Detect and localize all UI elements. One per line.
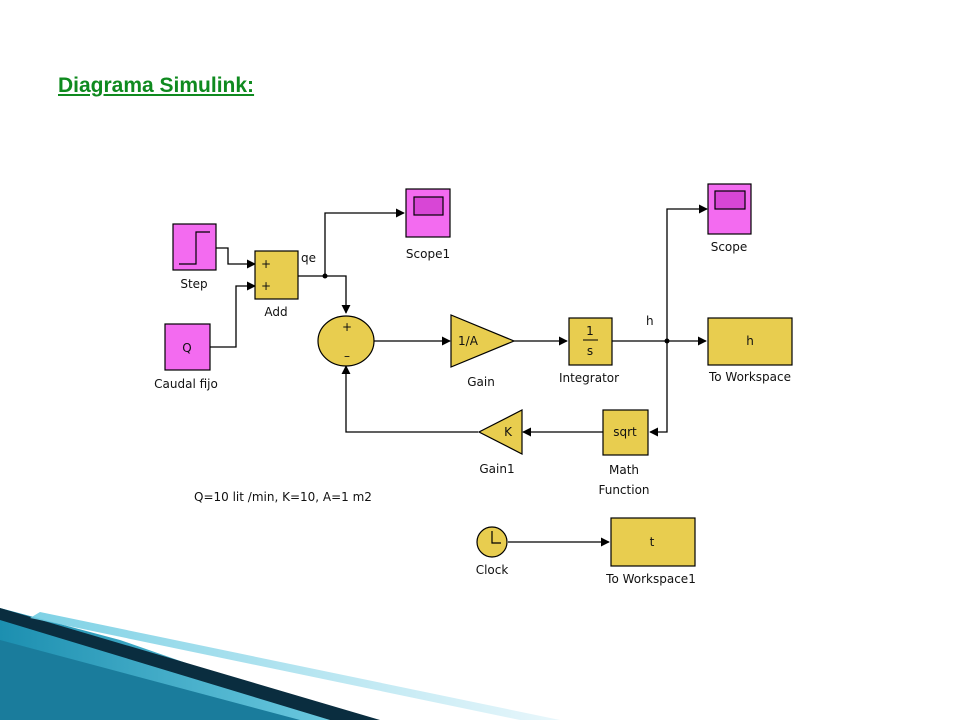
to-workspace1-block[interactable]: t To Workspace1 (605, 517, 696, 586)
wire-h-math (649, 341, 668, 437)
signal-label-qe: qe (301, 251, 316, 265)
step-label: Step (180, 277, 207, 291)
integrator-label: Integrator (559, 371, 619, 385)
gain1-label: Gain1 (479, 462, 514, 476)
caudal-label: Caudal fijo (154, 377, 218, 391)
math-function-label-line2: Function (598, 483, 649, 497)
sum-plus-sign: + (342, 320, 352, 334)
gain-block[interactable]: 1/A Gain (450, 314, 516, 389)
scope1-label: Scope1 (406, 247, 450, 261)
gain-label: Gain (467, 375, 495, 389)
sum-minus-sign: – (344, 349, 350, 363)
wire-h-scope (666, 204, 708, 341)
parameters-note: Q=10 lit /min, K=10, A=1 m2 (194, 490, 372, 504)
add-block[interactable]: + + Add (254, 250, 299, 319)
wire-gain1-sum (341, 365, 478, 433)
clock-block[interactable]: Clock (476, 526, 509, 577)
add-input-plus-2: + (261, 279, 271, 293)
wire-caudal-add (210, 281, 256, 348)
clock-label: Clock (476, 563, 509, 577)
scope-block[interactable]: Scope (707, 183, 752, 254)
caudal-value: Q (182, 341, 191, 355)
wire-add-sum (325, 275, 351, 314)
step-block[interactable]: Step (172, 223, 217, 291)
scope1-block[interactable]: Scope1 (405, 188, 451, 261)
scope-screen-icon (413, 196, 444, 216)
add-label: Add (264, 305, 287, 319)
theme-decoration (0, 608, 560, 720)
to-workspace-block[interactable]: h To Workspace (707, 317, 793, 384)
to-workspace-label: To Workspace (708, 370, 791, 384)
signal-label-h: h (646, 314, 654, 328)
math-function-block[interactable]: sqrt Math Function (598, 409, 650, 497)
junction-dot (664, 338, 670, 344)
to-workspace-value: h (746, 334, 754, 348)
caudal-fijo-block[interactable]: Q Caudal fijo (154, 323, 218, 391)
wire-add-scope1 (324, 208, 405, 276)
to-workspace1-value: t (650, 535, 655, 549)
to-workspace1-label: To Workspace1 (605, 572, 696, 586)
add-input-plus-1: + (261, 257, 271, 271)
math-function-value: sqrt (613, 425, 637, 439)
wire-step-add (216, 247, 256, 269)
integrator-numerator: 1 (586, 324, 594, 338)
gain1-value: K (504, 425, 513, 439)
scope-screen-icon (714, 190, 746, 210)
math-function-label-line1: Math (609, 463, 639, 477)
junction-dot (322, 273, 328, 279)
gain1-block[interactable]: K Gain1 (477, 409, 523, 476)
sum-block[interactable]: + – (317, 315, 375, 367)
integrator-denominator: s (587, 344, 593, 358)
signal-wires (210, 204, 708, 547)
integrator-block[interactable]: 1 s Integrator (559, 317, 619, 385)
scope-label: Scope (711, 240, 748, 254)
gain-value: 1/A (458, 334, 479, 348)
page-title: Diagrama Simulink: (58, 74, 255, 97)
